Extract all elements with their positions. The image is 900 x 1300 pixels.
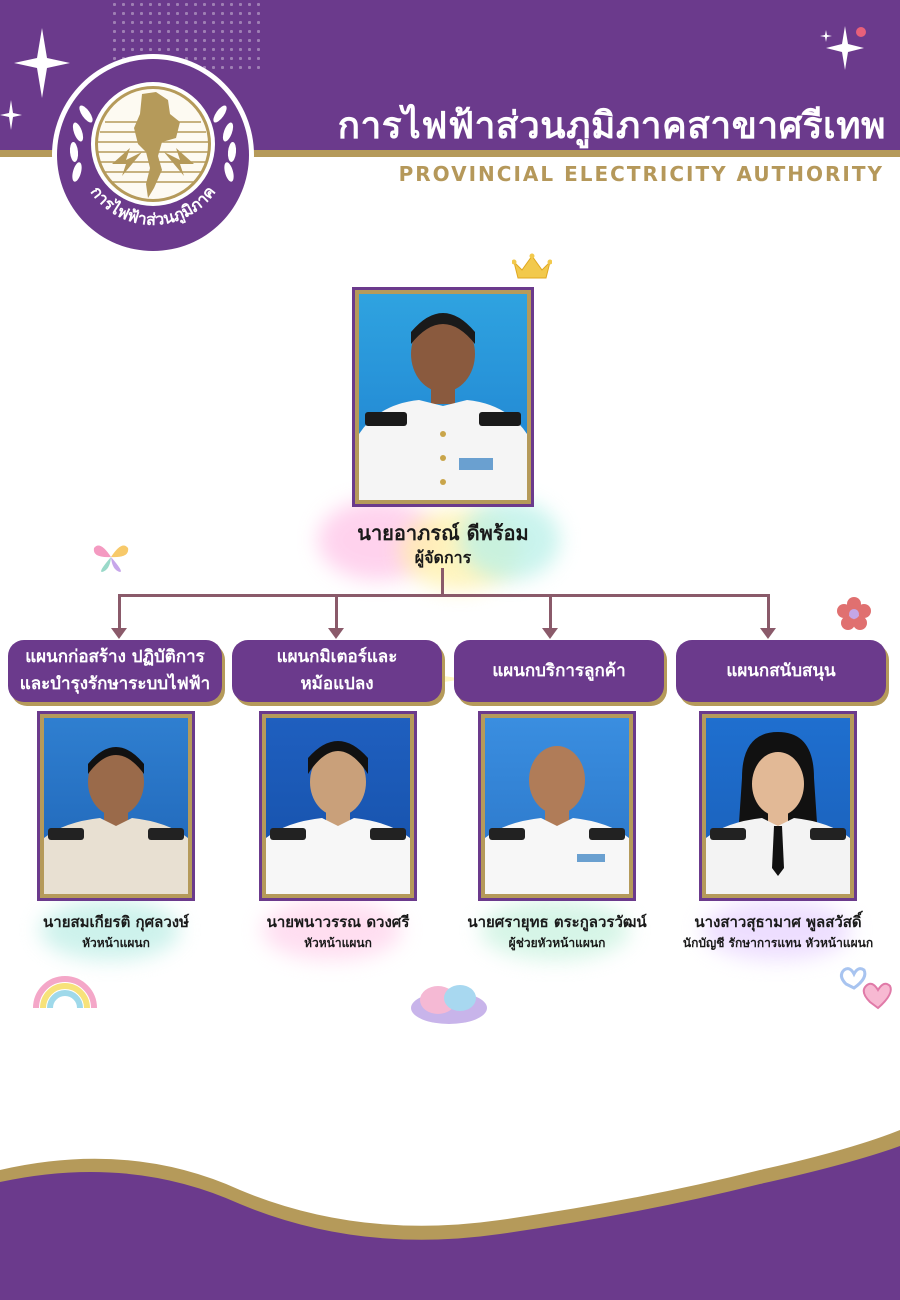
cloud-icon [411,985,487,1024]
department-construction: แผนกก่อสร้าง ปฏิบัติการ และบำรุงรักษาระบ… [8,640,222,702]
department-customer-service: แผนกบริการลูกค้า [454,640,664,702]
staff-role: นักบัญชี รักษาการแทน หัวหน้าแผนก [682,936,874,950]
butterfly-icon [93,545,129,572]
staff-photo [37,711,195,901]
heart-icon [839,967,892,1010]
connector-arrow [542,628,558,639]
staff-name: นางสาวสุธามาศ พูลสวัสดิ์ [694,913,862,931]
name-glow [702,900,852,960]
department-label: และบำรุงรักษาระบบไฟฟ้า [19,674,211,694]
page-subtitle: PROVINCIAL ELECTRICITY AUTHORITY [398,162,884,186]
connector-arrow [111,628,127,639]
department-label: แผนกก่อสร้าง ปฏิบัติการ [25,647,205,667]
connector-arrow [328,628,344,639]
rainbow-icon [33,976,97,1009]
manager-role: ผู้จัดการ [414,548,472,567]
staff-role: หัวหน้าแผนก [82,936,150,950]
sparkle-icon [820,26,866,70]
staff-photo [259,711,417,901]
connector-branch [549,594,552,630]
department-label: แผนกมิเตอร์และ [276,647,398,667]
staff-name: นายสมเกียรติ กุศลวงษ์ [43,913,189,931]
sparkle-icon [0,100,22,130]
department-label: แผนกบริการลูกค้า [492,660,626,681]
name-glow [40,900,180,960]
connector-vertical [441,568,444,596]
connector-horizontal [118,594,770,597]
staff-name: นายศรายุทธ ตระกูลวรวัฒน์ [467,913,647,931]
department-label: แผนกสนับสนุน [726,660,836,681]
connector-branch [118,594,121,630]
crown-icon [512,253,552,279]
logo-emblem-icon: การไฟฟ้าส่วนภูมิภาค [52,54,254,256]
flower-icon [837,597,871,630]
department-meter-transformer: แผนกมิเตอร์และ หม้อแปลง [232,640,442,702]
staff-role: ผู้ช่วยหัวหน้าแผนก [508,936,606,950]
department-support: แผนกสนับสนุน [676,640,886,702]
sparkle-icon [14,28,70,98]
connector-arrow [760,628,776,639]
name-glow [262,900,402,960]
manager-name: นายอาภรณ์ ดีพร้อม [357,521,529,545]
connector-branch [335,594,338,630]
staff-photo [478,711,636,901]
manager-photo [352,287,534,507]
staff-role: หัวหน้าแผนก [304,936,372,950]
page-title: การไฟฟ้าส่วนภูมิภาคสาขาศรีเทพ [337,104,886,147]
name-glow [460,500,560,580]
department-label: หม้อแปลง [300,674,374,694]
footer-wave [0,1130,900,1300]
staff-photo [699,711,857,901]
name-glow [480,900,630,960]
staff-name: นายพนาวรรณ ดวงศรี [266,913,410,931]
header-gold-stripe [0,150,900,157]
connector-branch [767,594,770,630]
